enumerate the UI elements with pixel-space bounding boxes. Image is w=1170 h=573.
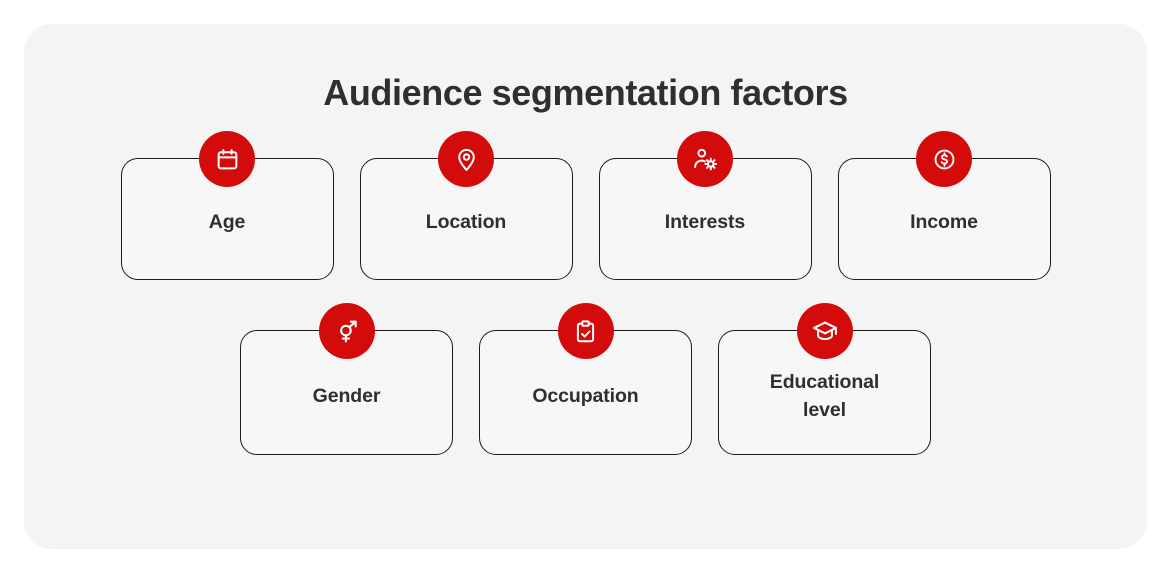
map-pin-icon (438, 131, 494, 187)
dollar-circle-icon (916, 131, 972, 187)
factor-card-label: Age (208, 211, 246, 233)
factor-card-location[interactable]: Location (359, 131, 573, 280)
factor-card-label: Income (910, 211, 978, 233)
factor-card-educational-level[interactable]: Educational level (718, 303, 931, 455)
gender-symbol-icon (318, 303, 375, 359)
factor-card-age[interactable]: Age (120, 131, 334, 280)
factor-card-row-2: Gender Occupation Educatio (24, 303, 1147, 455)
factor-card-gender[interactable]: Gender (240, 303, 453, 455)
factor-card-label: Gender (312, 384, 381, 407)
infographic-panel: Audience segmentation factors Age (24, 24, 1147, 549)
calendar-icon (199, 131, 255, 187)
factor-card-label: Interests (664, 211, 746, 233)
factor-card-label: Location (425, 211, 507, 233)
factor-card-income[interactable]: Income (837, 131, 1051, 280)
clipboard-check-icon (557, 303, 614, 359)
factor-card-occupation[interactable]: Occupation (479, 303, 692, 455)
graduation-cap-icon (796, 303, 853, 359)
factor-card-label: Occupation (532, 384, 639, 407)
factor-card-interests[interactable]: Interests (598, 131, 812, 280)
page-title: Audience segmentation factors (323, 72, 848, 113)
factor-card-label: Educational level (769, 370, 880, 421)
factor-card-row-1: Age Location (24, 131, 1147, 280)
user-settings-icon (677, 131, 733, 187)
